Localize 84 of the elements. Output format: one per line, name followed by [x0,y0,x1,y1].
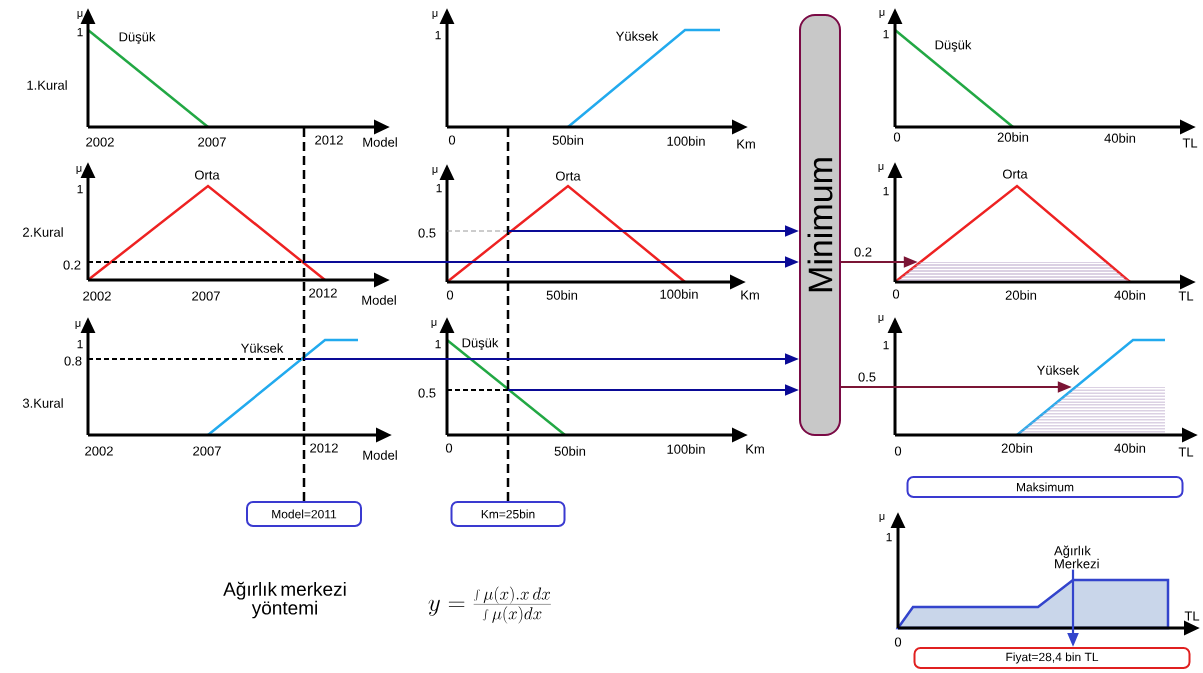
tick-label: 2012 [309,288,337,298]
tick-label: 0 [446,290,454,300]
minimum-box: Minimum [799,14,841,436]
rule-label: 2.Kural [23,227,63,237]
tick-label: 0 [892,289,900,299]
tick-label: 50bin [546,290,578,300]
axis-label: μ [76,166,82,174]
axis-label: Km [746,444,764,454]
term-label: Yüksek [615,31,659,41]
axis-label: Model [362,295,396,305]
edge-label: 0.5 [856,371,878,383]
maksimum-box: Maksimum [906,476,1184,498]
tick-label: 50bin [552,135,584,145]
term-label: Yüksek [1037,365,1080,375]
term-label: Düşük [935,39,972,53]
axis-label: μ [431,320,437,328]
axis-label: TL [1178,447,1194,457]
term-label: Orta [1003,169,1028,179]
term-label: Düşük [119,31,156,45]
axis-label: TL [1184,611,1200,621]
tick-label: 20bin [1001,443,1033,453]
rule-label: 3.Kural [22,398,63,408]
tick-label: 50bin [554,446,586,456]
tick-label: 2012 [310,443,338,453]
tick-label: 1 [883,340,889,350]
tick-label: 0 [448,135,456,145]
tick-label: 2002 [83,291,111,301]
value-box: Model=2011 [246,501,362,527]
centroid-formula: $y=\frac{\int \mu(x).x\,dx}{\int \mu(x)dx}$ [428,586,551,624]
axis-label: Model [363,450,397,460]
tick-label: 0 [893,132,901,142]
term-label: Orta [194,170,220,180]
axis-label: μ [432,11,438,19]
axis-label: Model [363,137,397,147]
tick-label: 100bin [667,136,705,146]
centroid-label: Ağırlık Merkezi [1054,545,1099,569]
tick-label: 1 [77,184,83,194]
shaded-area [897,262,1129,281]
tick-label: 2002 [85,446,113,456]
term-label: Düşük [462,337,499,351]
tick-label: 1 [435,30,441,40]
axis-label: TL [1178,291,1194,301]
tick-label: 0.2 [63,260,81,270]
tick-label: 40bin [1104,133,1136,143]
edge-label: 0.2 [852,246,874,258]
method-title: Ağırlık merkezi yöntemi [223,581,346,619]
tick-label: 1 [886,532,892,542]
axis-label: Km [737,139,755,149]
tick-label: 0 [894,637,902,647]
tick-label: 1 [77,27,83,37]
tick-label: 0.5 [418,228,436,238]
tick-label: 20bin [997,132,1029,142]
tick-label: 1 [435,339,441,349]
tick-label: 2007 [192,291,220,301]
axis-label: μ [879,10,885,18]
tick-label: 40bin [1114,290,1146,300]
result-box: Fiyat=28,4 bin TL [913,647,1191,669]
term-label: Orta [556,171,581,181]
axis-label: μ [878,315,884,323]
axis-label: μ [75,321,81,329]
value-box: Km=25bin [450,501,566,527]
axis-label: TL [1182,138,1198,148]
tick-label: 2007 [198,137,226,147]
tick-label: 1 [883,186,889,196]
tick-label: 2012 [315,135,343,145]
tick-label: 0 [894,446,902,456]
tick-label: 1 [436,183,442,193]
tick-label: 2007 [193,446,221,456]
axis-label: μ [432,167,438,175]
term-label: Yüksek [240,343,284,353]
tick-label: 1 [77,339,83,349]
axis-label: μ [77,11,83,19]
tick-label: 0 [445,443,453,453]
tick-label: 100bin [660,289,698,299]
tick-label: 40bin [1114,443,1146,453]
tick-label: 1 [883,29,889,39]
axis-label: μ [878,164,884,172]
tick-label: 0.5 [418,388,436,398]
tick-label: 0.8 [64,356,82,366]
rule-label: 1.Kural [27,80,67,90]
axis-label: Km [741,290,759,300]
axis-label: μ [879,514,885,522]
tick-label: 2002 [86,137,114,147]
tick-label: 100bin [667,444,705,454]
